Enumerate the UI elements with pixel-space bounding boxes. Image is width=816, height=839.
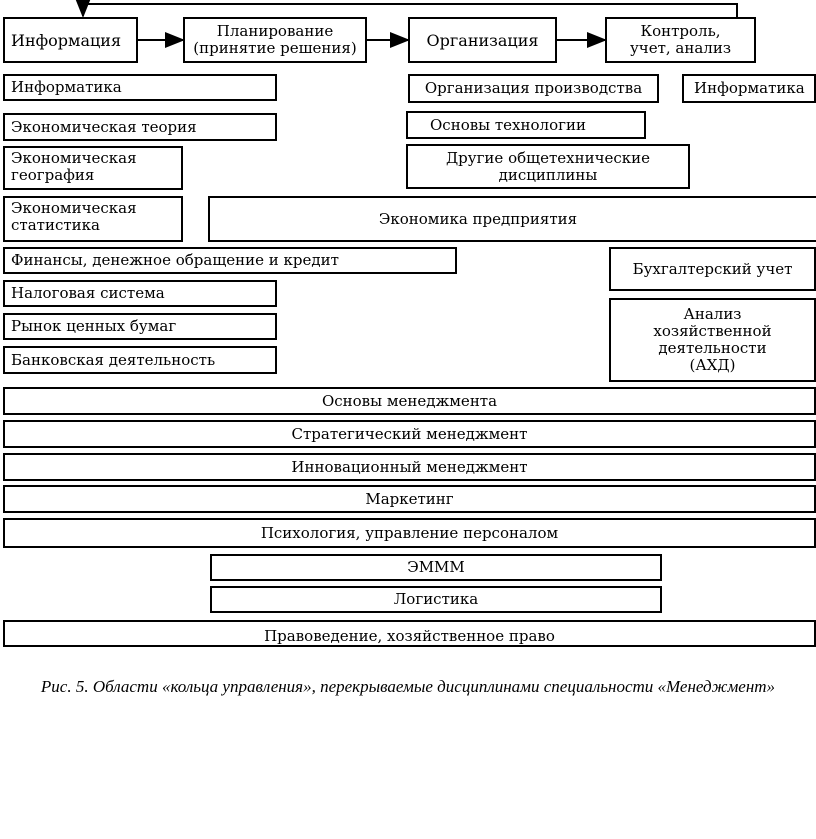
discipline-banking: Банковская деятельность [3, 346, 277, 374]
feedback-loop-line [75, 0, 738, 18]
discipline-economic-statistics: Экономическая статистика [3, 196, 183, 242]
flow-arrows [75, 0, 738, 48]
discipline-accounting: Бухгалтерский учет [609, 247, 816, 291]
discipline-marketing: Маркетинг [3, 485, 816, 513]
discipline-logistics: Логистика [210, 586, 662, 613]
discipline-informatics-left: Информатика [3, 74, 277, 101]
discipline-economic-geography: Экономическая география [3, 146, 183, 190]
discipline-finance: Финансы, денежное обращение и кредит [3, 247, 457, 274]
discipline-securities-market: Рынок ценных бумаг [3, 313, 277, 340]
discipline-tax-system: Налоговая система [3, 280, 277, 307]
discipline-management-basics: Основы менеджмента [3, 387, 816, 415]
discipline-law: Правоведение, хозяйственное право [3, 620, 816, 647]
discipline-strategic-management: Стратегический менеджмент [3, 420, 816, 448]
figure-caption: Рис. 5. Области «кольца управления», пер… [40, 677, 776, 696]
discipline-enterprise-economics: Экономика предприятия [208, 196, 816, 242]
discipline-technology-basics: Основы технологии [406, 111, 646, 139]
flow-organization: Организация [408, 17, 557, 63]
discipline-emmm: ЭМММ [210, 554, 662, 581]
discipline-economic-analysis: Анализ хозяйственной деятельности (АХД) [609, 298, 816, 382]
discipline-innovation-management: Инновационный менеджмент [3, 453, 816, 481]
discipline-psychology-hr: Психология, управление персоналом [3, 518, 816, 548]
discipline-informatics-right: Информатика [682, 74, 816, 103]
discipline-economic-theory: Экономическая теория [3, 113, 277, 141]
flow-information: Информация [3, 17, 138, 63]
flow-control: Контроль, учет, анализ [605, 17, 756, 63]
discipline-general-technical: Другие общетехнические дисциплины [406, 144, 690, 189]
flow-planning: Планирование (принятие решения) [183, 17, 367, 63]
discipline-production-organization: Организация производства [408, 74, 659, 103]
